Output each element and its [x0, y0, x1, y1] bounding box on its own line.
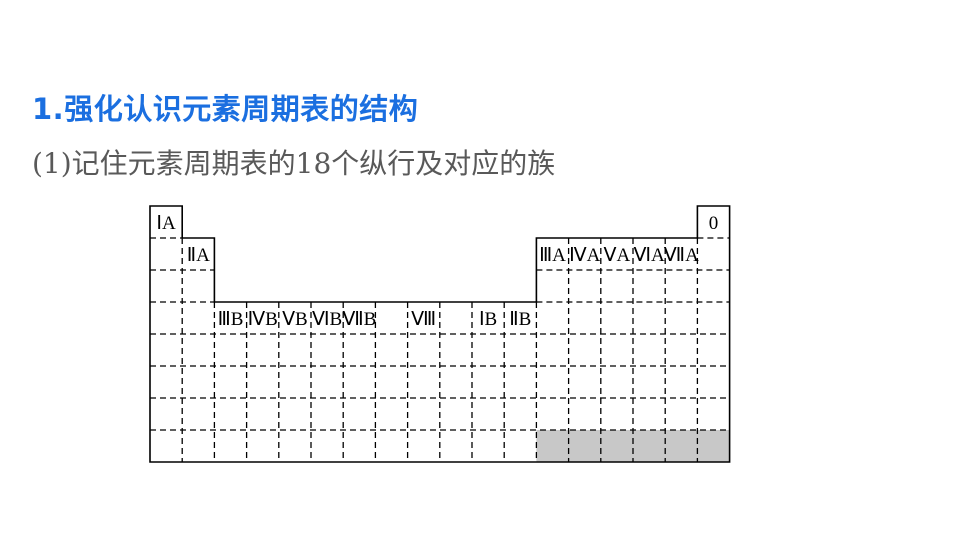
group-label: ⅥB — [312, 309, 342, 330]
shaded-cells — [536, 430, 730, 462]
group-label: Ⅷ — [411, 309, 436, 330]
section-heading: 1.强化认识元素周期表的结构 — [32, 92, 419, 126]
group-label: ⅣB — [248, 309, 278, 330]
group-label: ⅥA — [633, 245, 665, 266]
group-label: ⅦB — [342, 309, 376, 330]
group-label: ⅢA — [539, 245, 566, 266]
group-label: ⅦA — [664, 245, 699, 266]
group-label: ⅤB — [282, 309, 308, 330]
group-label: 0 — [709, 213, 719, 234]
section-subheading: (1)记住元素周期表的18个纵行及对应的族 — [32, 147, 556, 180]
group-label: ⅣA — [569, 245, 601, 266]
group-label: ⅡB — [509, 309, 531, 330]
group-label: ⅢB — [218, 309, 244, 330]
group-label: ⅠB — [479, 309, 497, 330]
group-label: ⅤA — [604, 245, 631, 266]
group-label: ⅠA — [156, 213, 176, 234]
group-label: ⅡA — [187, 245, 210, 266]
